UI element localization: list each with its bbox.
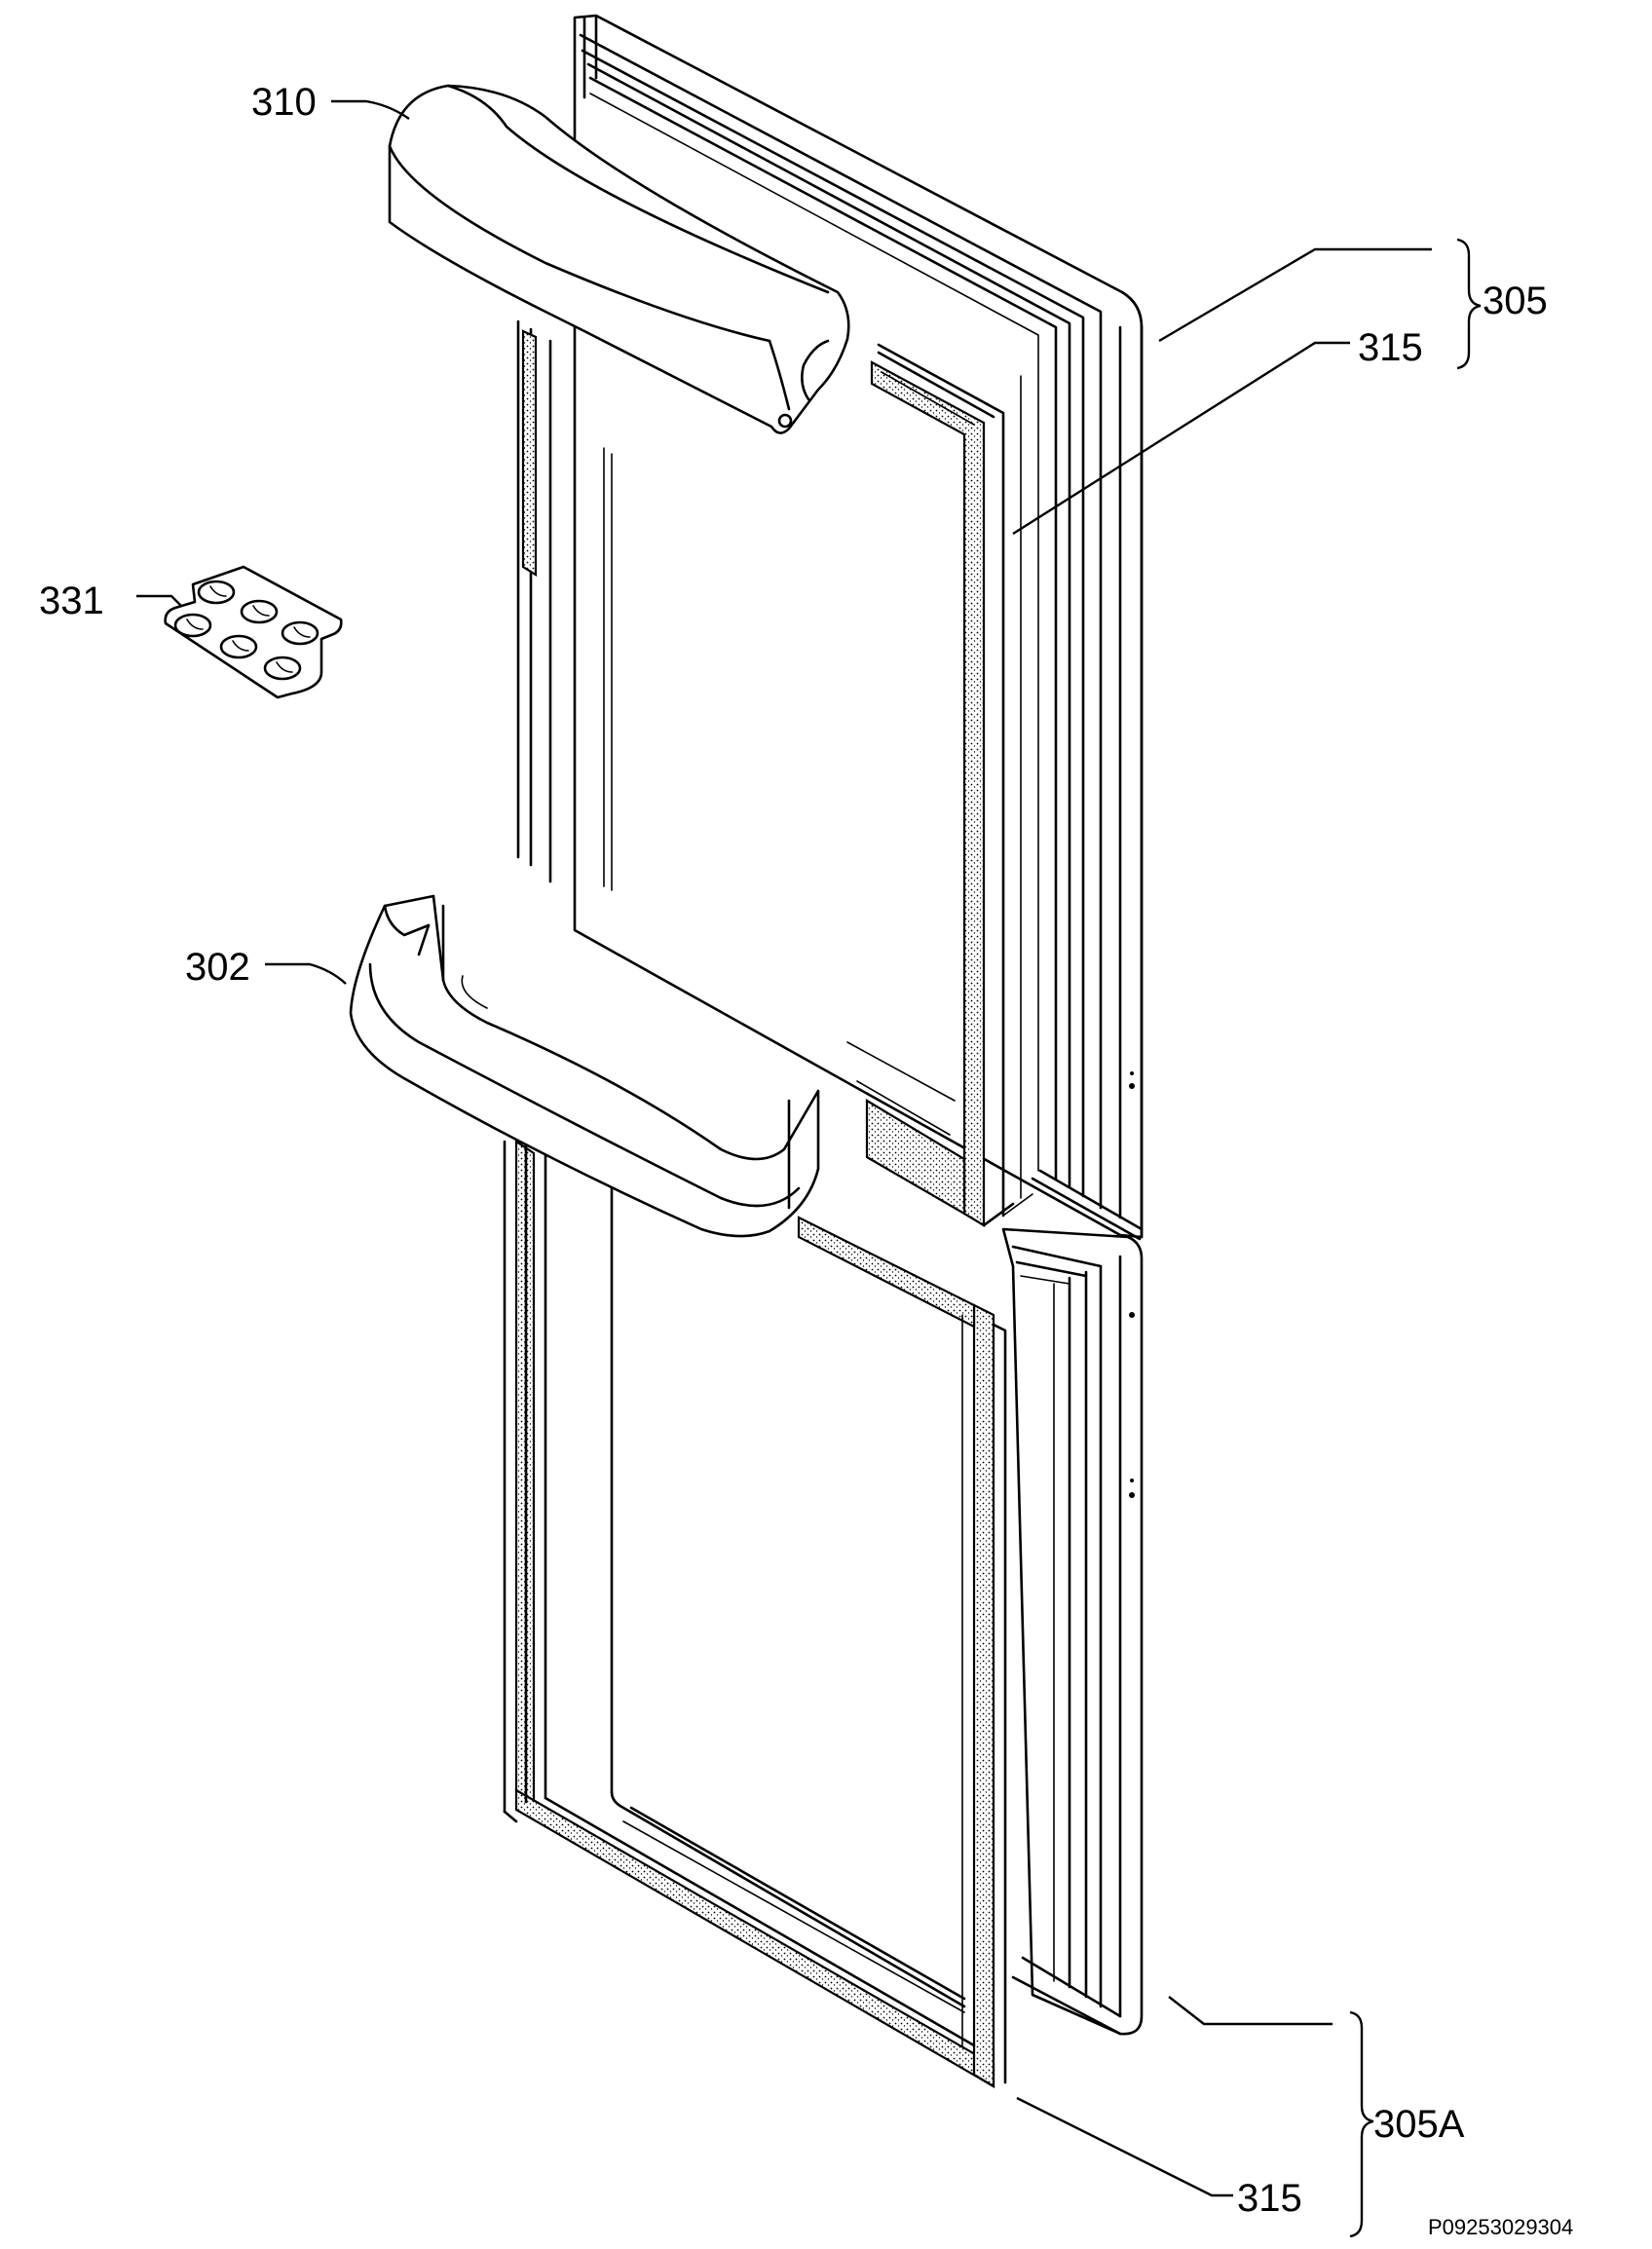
leader-305 bbox=[1158, 247, 1432, 343]
leader-lines bbox=[136, 99, 1482, 2238]
upper-door-gasket bbox=[865, 343, 1033, 1227]
leader-305a bbox=[1168, 1996, 1333, 2026]
part-labels: 310 331 302 305 315 305A 315 P0925302930… bbox=[39, 81, 1573, 2239]
label-331: 331 bbox=[39, 580, 104, 622]
leader-315-lower bbox=[1016, 2096, 1233, 2197]
lower-door-gasket bbox=[514, 1139, 1007, 2088]
part-331-egg-tray bbox=[164, 565, 343, 699]
label-315-lower: 315 bbox=[1237, 2177, 1302, 2220]
brace-305 bbox=[1456, 238, 1482, 370]
label-315-upper: 315 bbox=[1358, 326, 1423, 369]
drawing-code: P09253029304 bbox=[1428, 2215, 1573, 2239]
lower-door bbox=[1001, 1227, 1144, 2036]
brace-305a bbox=[1349, 2010, 1374, 2238]
upper-door-liner bbox=[516, 319, 956, 1136]
leader-315-upper bbox=[1012, 341, 1350, 536]
part-302-handle bbox=[349, 894, 820, 1238]
leader-331 bbox=[136, 594, 182, 607]
label-305: 305 bbox=[1483, 280, 1548, 322]
lower-door-liner bbox=[503, 1140, 966, 2013]
leader-302 bbox=[265, 962, 347, 985]
egg-cups bbox=[173, 580, 319, 681]
label-305a: 305A bbox=[1373, 2103, 1465, 2146]
label-310: 310 bbox=[251, 81, 317, 124]
label-302: 302 bbox=[185, 946, 250, 989]
part-310-handle-trim bbox=[388, 84, 850, 434]
leader-310 bbox=[331, 99, 410, 120]
